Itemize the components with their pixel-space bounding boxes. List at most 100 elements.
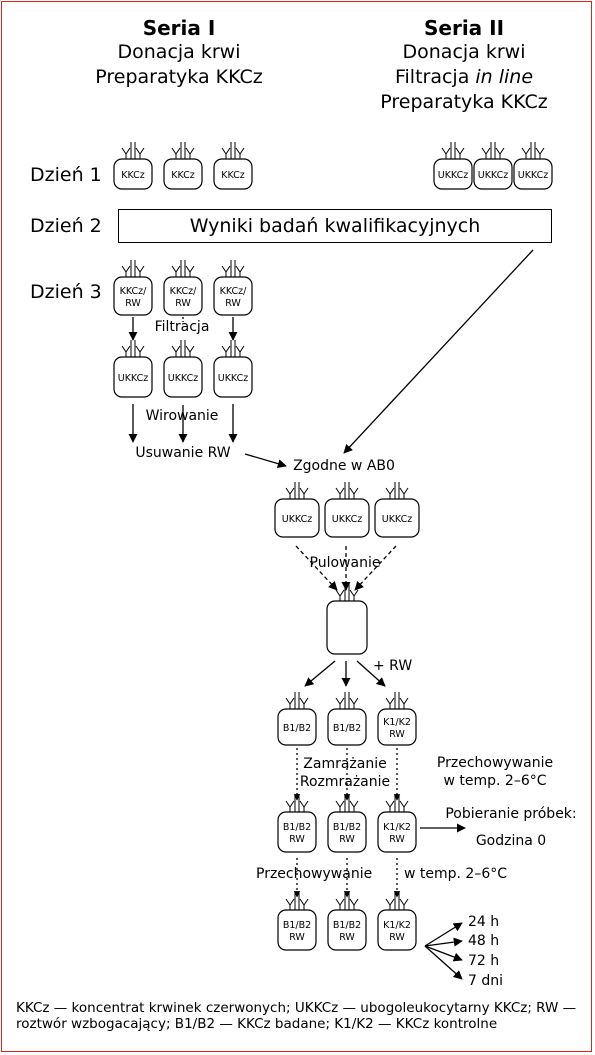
pooling-label: Pulowanie	[309, 555, 381, 571]
series-2-line1: Donacja krwi	[402, 41, 526, 63]
bag-label: B1/B2	[283, 822, 311, 833]
time-label-7d: 7 dni	[468, 973, 504, 989]
storage-row-label-b: w temp. 2–6°C	[404, 866, 508, 882]
bag-kkcz-day1-3: KKCz	[213, 142, 253, 190]
day-1-label: Dzień 1	[30, 164, 102, 186]
bag-ukkcz-series2-1: UKKCz	[433, 142, 473, 190]
arrow-time-24h	[424, 922, 463, 947]
rw-removal-label: Usuwanie RW	[135, 445, 231, 461]
bag-label: UKKCz	[168, 373, 199, 384]
thawing-label: Rozmrażanie	[299, 774, 391, 790]
add-rw-label: + RW	[373, 658, 413, 674]
bag-b1b2-split-2: B1/B2	[327, 692, 367, 746]
sampling-label: Pobieranie próbek:	[445, 806, 577, 822]
bag-label: UKKCz	[332, 514, 363, 525]
arrow-time-72h	[424, 945, 463, 962]
bag-ukkcz-filtered-3: UKKCz	[213, 340, 253, 398]
qualification-results-label: Wyniki badań kwalifikacyjnych	[189, 215, 481, 237]
centrifugation-label: Wirowanie	[145, 408, 219, 424]
bag-ukkcz-filtered-2: UKKCz	[163, 340, 203, 398]
qualification-results-box: Wyniki badań kwalifikacyjnych	[118, 209, 552, 243]
bag-label: K1/K2	[383, 717, 411, 728]
arrow-split-left	[304, 660, 336, 687]
bag-b1b2-split-1: B1/B2	[277, 692, 317, 746]
bag-label: RW	[175, 298, 191, 309]
series-1-line1: Donacja krwi	[117, 41, 241, 63]
bag-ukkcz-abo-3: UKKCz	[374, 482, 420, 538]
bag-label: B1/B2	[333, 920, 361, 931]
bag-label: K1/K2	[383, 920, 411, 931]
bag-kkcz-rw-day3-2: KKCz/RW	[163, 260, 203, 316]
series-2-line3: Preparatyka KKCz	[380, 91, 548, 113]
bag-label: K1/K2	[383, 822, 411, 833]
bag-ukkcz-series2-3: UKKCz	[513, 142, 553, 190]
bag-label: KKCz/	[120, 286, 148, 297]
arrow-split-right	[356, 660, 386, 687]
time-label-48h: 48 h	[468, 933, 500, 949]
bag-label: B1/B2	[333, 723, 361, 734]
arrow-pool-right	[354, 545, 397, 591]
storage-row-label-a: Przechowywanie	[256, 866, 373, 882]
bag-label: KKCz	[221, 170, 245, 181]
storage-side-label-2: w temp. 2–6°C	[443, 773, 547, 789]
storage-side-label-1: Przechowywanie	[436, 755, 554, 771]
bag-label: RW	[339, 834, 355, 845]
bag-label: KKCz	[171, 170, 195, 181]
freezing-label: Zamrażanie	[303, 756, 387, 772]
day-3-label: Dzień 3	[30, 281, 102, 303]
bag-label: RW	[225, 298, 241, 309]
series-2-line2: Filtracja in line	[395, 68, 533, 87]
bag-ukkcz-abo-1: UKKCz	[274, 482, 320, 538]
day-2-label: Dzień 2	[30, 215, 102, 237]
bag-kkcz-rw-day3-1: KKCz/RW	[113, 260, 153, 316]
bag-label: RW	[389, 729, 405, 740]
series-2-line2-italic: in line	[475, 66, 534, 88]
series-1-line2: Preparatyka KKCz	[95, 66, 263, 88]
time-label-24h: 24 h	[468, 914, 500, 930]
legend: KKCz — koncentrat krwinek czerwonych; UK…	[16, 1000, 577, 1032]
abo-compatible-label: Zgodne w AB0	[293, 458, 395, 474]
bag-kkcz-day1-2: KKCz	[163, 142, 203, 190]
bag-label: RW	[125, 298, 141, 309]
series-2-title: Seria II	[423, 16, 505, 40]
bag-ukkcz-series2-2: UKKCz	[473, 142, 513, 190]
bag-label: KKCz	[121, 170, 145, 181]
bag-label: RW	[389, 834, 405, 845]
arrow-series-2-to-abo	[343, 249, 534, 454]
bag-label: RW	[339, 932, 355, 943]
bag-label: UKKCz	[118, 373, 149, 384]
bag-label: UKKCz	[438, 170, 469, 181]
bag-ukkcz-filtered-1: UKKCz	[113, 340, 153, 398]
series-1-title: Seria I	[142, 16, 216, 40]
arrow-time-7d	[424, 945, 463, 980]
bag-kkcz-day1-1: KKCz	[113, 142, 153, 190]
bag-label: RW	[289, 932, 305, 943]
bag-label: RW	[289, 834, 305, 845]
bag-label: UKKCz	[282, 514, 313, 525]
arrow-pool-left	[295, 545, 338, 591]
bag-label: KKCz/	[220, 286, 248, 297]
bag-label: B1/B2	[283, 723, 311, 734]
time-label-72h: 72 h	[468, 953, 500, 969]
bag-ukkcz-abo-2: UKKCz	[324, 482, 370, 538]
bag-label: UKKCz	[382, 514, 413, 525]
arrow-to-abo	[244, 453, 287, 469]
bag-label: UKKCz	[218, 373, 249, 384]
arrow-time-48h	[424, 937, 463, 947]
bag-kkcz-rw-day3-3: KKCz/RW	[213, 260, 253, 316]
bag-pooled	[326, 584, 368, 655]
filtration-label: Filtracja	[154, 319, 210, 335]
bag-label: RW	[389, 932, 405, 943]
bag-label: UKKCz	[478, 170, 509, 181]
series-2-line2-prefix: Filtracja	[394, 66, 476, 88]
bag-label: B1/B2	[283, 920, 311, 931]
